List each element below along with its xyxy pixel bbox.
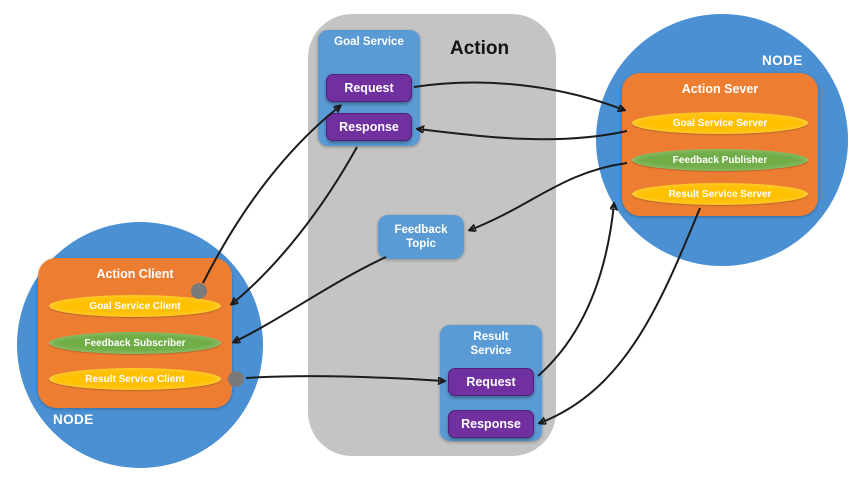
result-request-button: Request [448,368,534,396]
action-client-box: Action Client Goal Service Client Feedba… [38,258,232,408]
action-server-title: Action Sever [681,82,759,96]
result-service-box: Result Service Request Response [440,325,542,441]
goal-service-server-pill: Goal Service Server [632,112,808,134]
goal-service-client-pill: Goal Service Client [49,295,221,317]
result-service-client-pill: Result Service Client [49,368,221,390]
feedback-topic-box: Feedback Topic [378,215,464,259]
result-service-server-pill: Result Service Server [632,183,808,205]
action-client-title: Action Client [96,267,174,281]
goal-request-button: Request [326,74,412,102]
feedback-subscriber-pill: Feedback Subscriber [49,332,221,354]
goal-service-title: Goal Service [334,36,404,48]
action-group-title: Action [450,38,510,59]
client-node-label: NODE [53,412,94,427]
action-server-box: Action Sever Goal Service Server Feedbac… [622,73,818,216]
feedback-publisher-pill: Feedback Publisher [632,149,808,171]
feedback-topic-title: Feedback Topic [394,223,448,250]
result-service-title: Result Service [470,331,512,358]
server-node-label: NODE [762,53,803,68]
goal-service-box: Goal Service Request Response [318,30,420,146]
result-response-button: Response [448,410,534,438]
goal-response-button: Response [326,113,412,141]
